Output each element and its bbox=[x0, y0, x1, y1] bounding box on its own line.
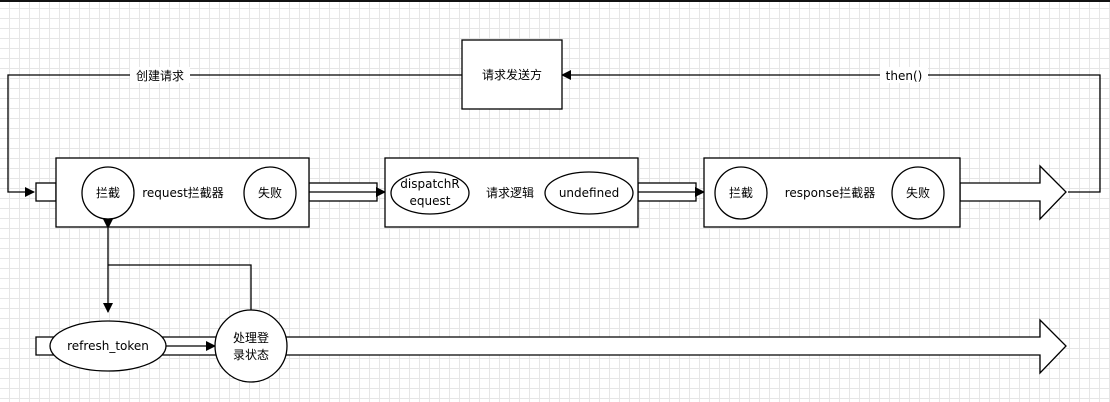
refresh-token-label: refresh_token bbox=[67, 339, 149, 353]
intercept-label-request: 拦截 bbox=[96, 186, 120, 200]
response-interceptor-label: response拦截器 bbox=[785, 186, 876, 200]
fail-node-request bbox=[243, 166, 297, 220]
request-interceptor-label: request拦截器 bbox=[142, 186, 224, 200]
create-request-edge: 创建请求 bbox=[7, 67, 462, 197]
create-request-label: 创建请求 bbox=[136, 69, 184, 83]
dispatch-request-node bbox=[390, 171, 470, 215]
bottom-output-arrow bbox=[35, 318, 1067, 375]
fail-node-response bbox=[891, 166, 945, 220]
request-sender-node: 请求发送方 bbox=[461, 39, 563, 110]
connector-request-to-dispatch bbox=[308, 182, 386, 202]
refresh-token-node: refresh_token bbox=[49, 320, 167, 372]
undefined-node bbox=[544, 171, 634, 215]
intercept-node-response bbox=[714, 166, 768, 220]
fail-label-response: 失败 bbox=[906, 185, 930, 200]
login-state-loop-edge bbox=[108, 264, 252, 310]
dispatch-request-line2: equest bbox=[410, 194, 451, 208]
connector-dispatch-to-response bbox=[637, 182, 705, 202]
response-interceptor-node: 拦截 response拦截器 失败 bbox=[703, 157, 961, 228]
request-logic-node: dispatchR equest 请求逻辑 undefined bbox=[384, 157, 639, 228]
top-border bbox=[0, 0, 1110, 2]
handle-login-line2: 录状态 bbox=[233, 348, 269, 362]
handle-login-line1: 处理登 bbox=[233, 330, 269, 345]
handle-login-state-node: 处理登 录状态 bbox=[214, 309, 288, 383]
undefined-label: undefined bbox=[559, 186, 619, 200]
fail-label-request: 失败 bbox=[258, 185, 282, 200]
request-logic-label: 请求逻辑 bbox=[486, 186, 534, 200]
request-interceptor-node: 拦截 request拦截器 失败 bbox=[55, 157, 310, 228]
then-edge: then() bbox=[561, 67, 1101, 193]
pipeline-start-stub bbox=[35, 182, 57, 202]
dispatch-request-line1: dispatchR bbox=[400, 177, 459, 191]
intercept-label-response: 拦截 bbox=[729, 186, 753, 200]
then-label: then() bbox=[886, 69, 923, 83]
response-output-arrow bbox=[959, 164, 1067, 221]
request-sender-label: 请求发送方 bbox=[482, 67, 542, 82]
